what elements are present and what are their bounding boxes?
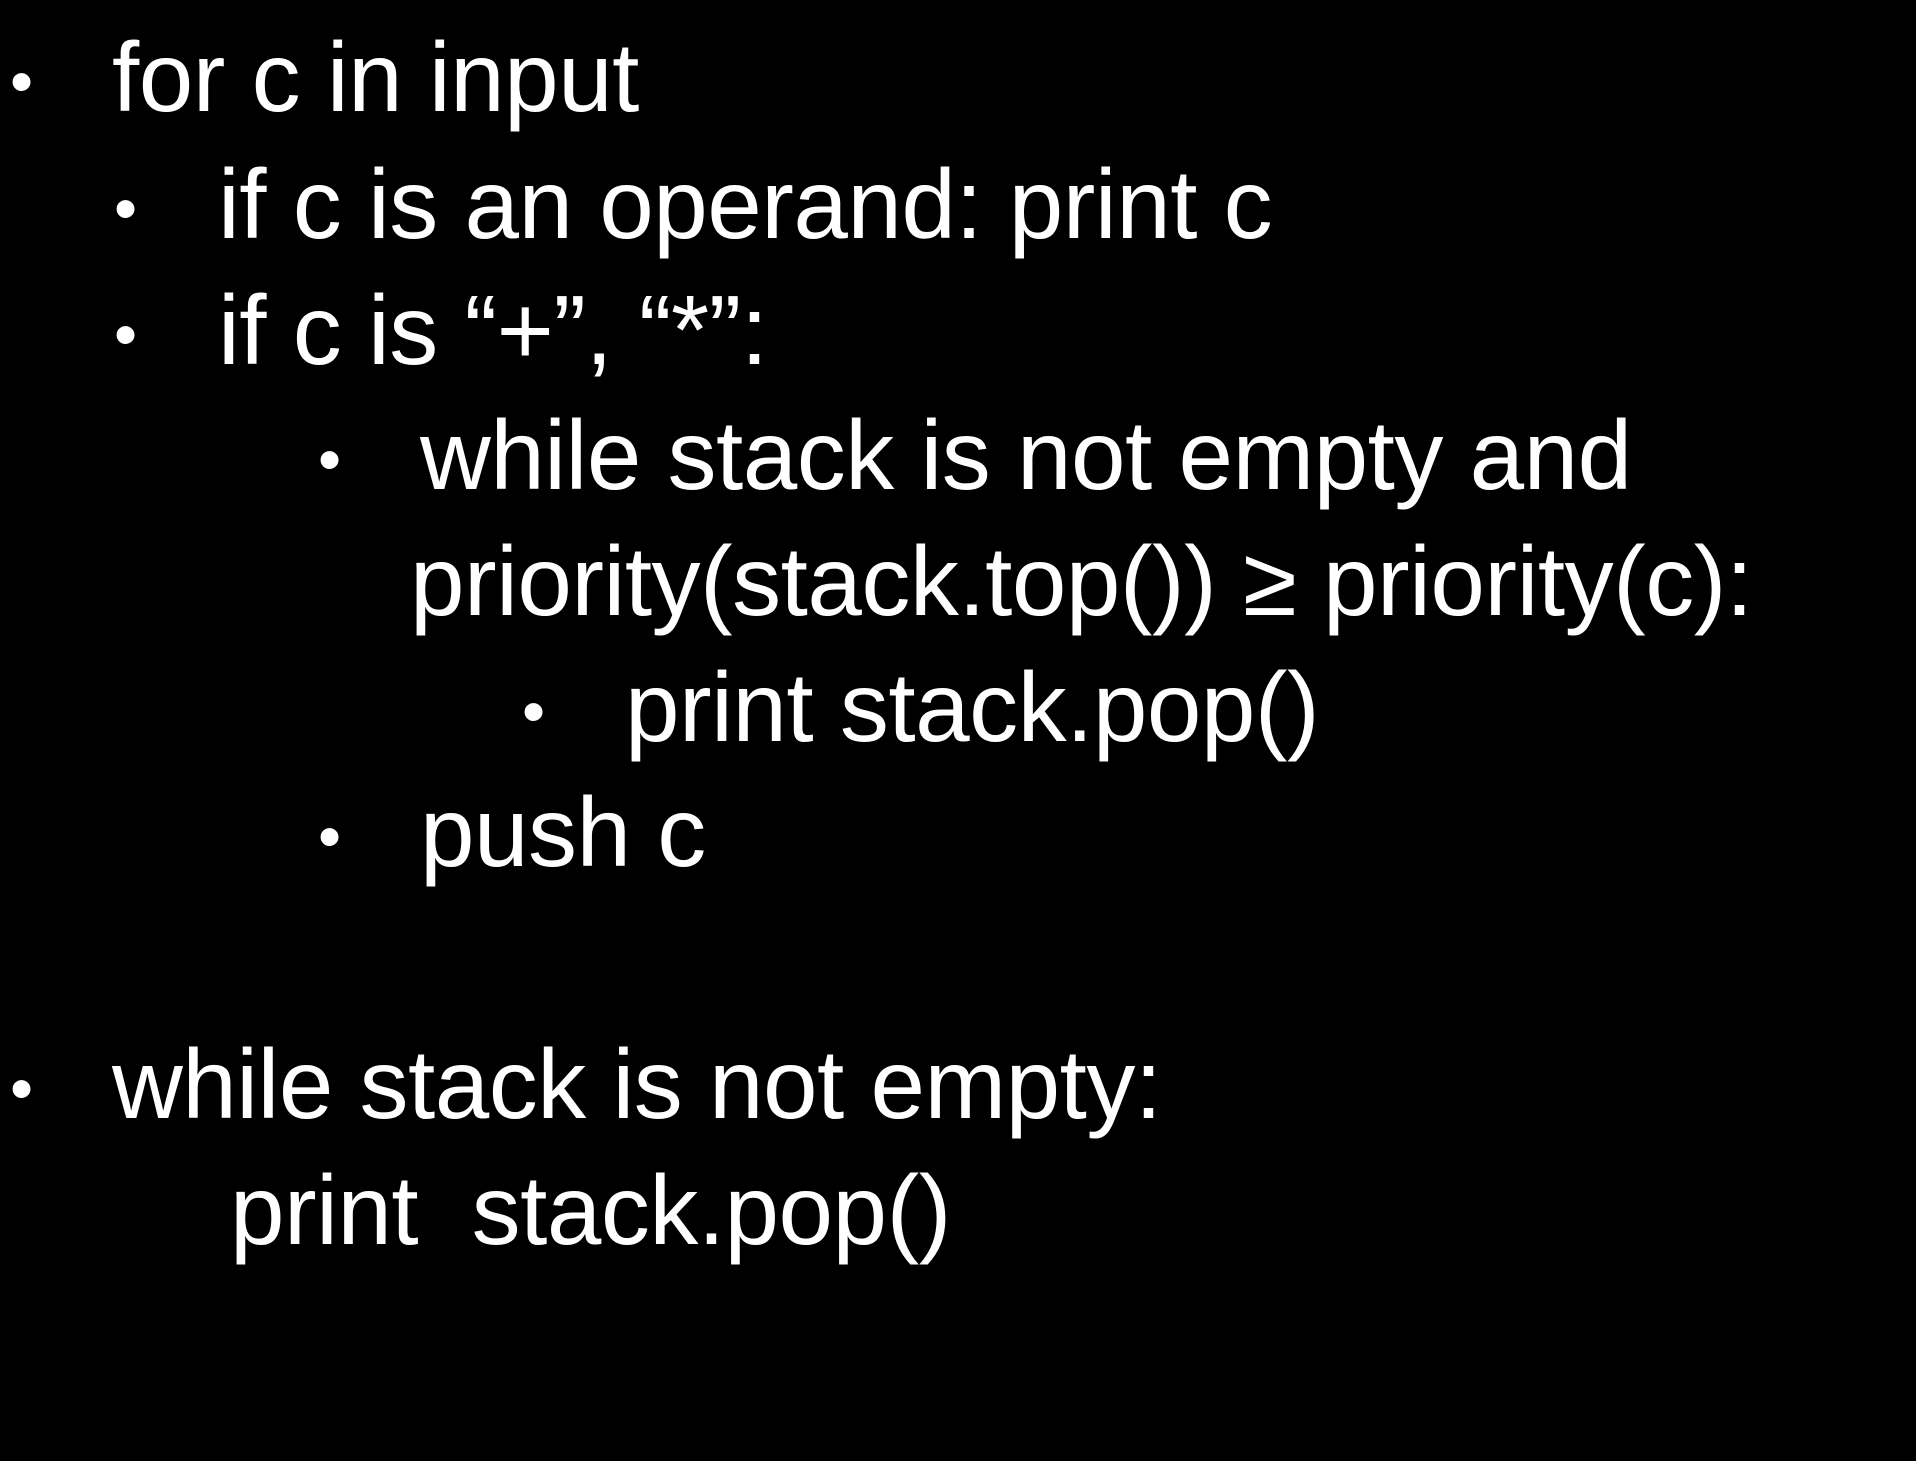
pseudocode-line-priority-condition: priority(stack.top()) ≥ priority(c): bbox=[0, 532, 1753, 826]
pseudocode-line-if-operator: • if c is “+”, “*”: bbox=[0, 281, 768, 673]
line-text: if c is an operand: print c bbox=[218, 149, 1273, 259]
line-text: if c is “+”, “*”: bbox=[218, 275, 768, 385]
bullet-icon: • bbox=[114, 171, 137, 245]
bullet-icon: • bbox=[318, 799, 341, 873]
line-text: while stack is not empty: bbox=[112, 1029, 1162, 1139]
line-text: print stack.pop() bbox=[230, 1155, 951, 1265]
pseudocode-line-if-operand: • if c is an operand: print c bbox=[0, 155, 1273, 547]
pseudocode-line-while-priority: • while stack is not empty and bbox=[0, 406, 1632, 798]
line-text: print stack.pop() bbox=[625, 652, 1320, 762]
bullet-icon: • bbox=[10, 44, 33, 118]
bullet-icon: • bbox=[10, 1051, 33, 1125]
bullet-icon: • bbox=[522, 674, 545, 748]
pseudocode-line-final-print: print stack.pop() bbox=[0, 1161, 951, 1455]
pseudocode-line-while-not-empty: • while stack is not empty: bbox=[0, 1035, 1162, 1427]
bullet-icon: • bbox=[114, 297, 137, 371]
slide: • for c in input • if c is an operand: p… bbox=[0, 28, 1754, 1259]
pseudocode-line-print-pop: • print stack.pop() bbox=[0, 658, 1320, 1050]
line-text: while stack is not empty and bbox=[420, 400, 1632, 510]
line-text: priority(stack.top()) ≥ priority(c): bbox=[410, 526, 1753, 636]
bullet-icon: • bbox=[318, 422, 341, 496]
line-text: for c in input bbox=[112, 22, 639, 132]
pseudocode-line-push: • push c bbox=[0, 783, 706, 1175]
pseudocode-line-for-loop: • for c in input bbox=[0, 28, 639, 420]
line-text: push c bbox=[420, 777, 706, 887]
